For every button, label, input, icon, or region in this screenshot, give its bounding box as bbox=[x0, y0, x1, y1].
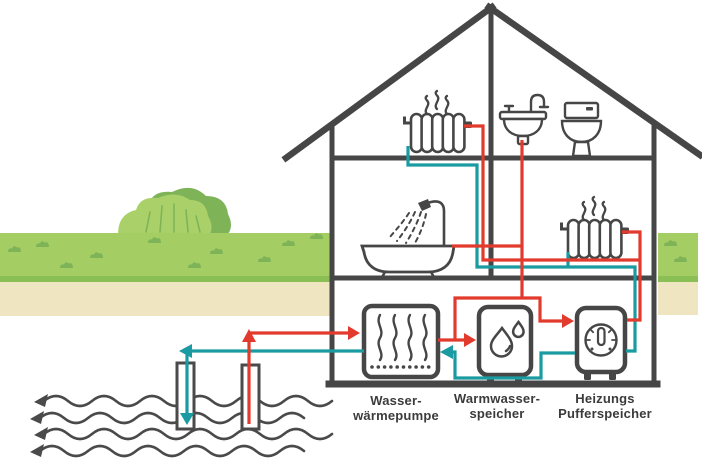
label-buffer-line2: Pufferspeicher bbox=[558, 406, 652, 421]
grass-left bbox=[0, 233, 330, 278]
buffer-tank-icon bbox=[574, 305, 628, 380]
label-hot-water-line2: speicher bbox=[469, 406, 525, 421]
floor-radiator-icon bbox=[560, 195, 631, 260]
roof-right bbox=[484, 2, 702, 160]
bush-icon bbox=[118, 187, 231, 234]
bathtub-shower-icon bbox=[360, 199, 456, 281]
thermostat-dial-icon bbox=[584, 323, 618, 357]
label-buffer-line1: Heizungs bbox=[575, 391, 635, 406]
toilet-icon bbox=[560, 101, 603, 158]
hot-water-tank-icon bbox=[476, 304, 534, 383]
roof-left bbox=[281, 2, 497, 163]
label-heat-pump-line2: wärmepumpe bbox=[353, 408, 439, 423]
soil-left bbox=[0, 282, 330, 316]
water-drop-icon bbox=[489, 319, 525, 358]
landscape bbox=[0, 187, 698, 316]
grass-right bbox=[658, 233, 698, 278]
label-hot-water-tank: Warmwasser- speicher bbox=[431, 391, 563, 421]
hot-pipes bbox=[242, 124, 642, 424]
label-hot-water-line1: Warmwasser- bbox=[453, 391, 541, 406]
cold-pipes bbox=[179, 146, 637, 425]
attic-radiator-icon bbox=[403, 89, 474, 154]
house-structure bbox=[281, 2, 702, 388]
soil-right bbox=[658, 282, 698, 315]
label-heat-pump-line1: Wasser- bbox=[370, 393, 422, 408]
label-heat-pump: Wasser- wärmepumpe bbox=[328, 393, 464, 423]
heat-pump-icon bbox=[361, 303, 441, 380]
label-buffer-tank: Heizungs Pufferspeicher bbox=[533, 391, 677, 421]
sink-icon bbox=[498, 93, 550, 146]
